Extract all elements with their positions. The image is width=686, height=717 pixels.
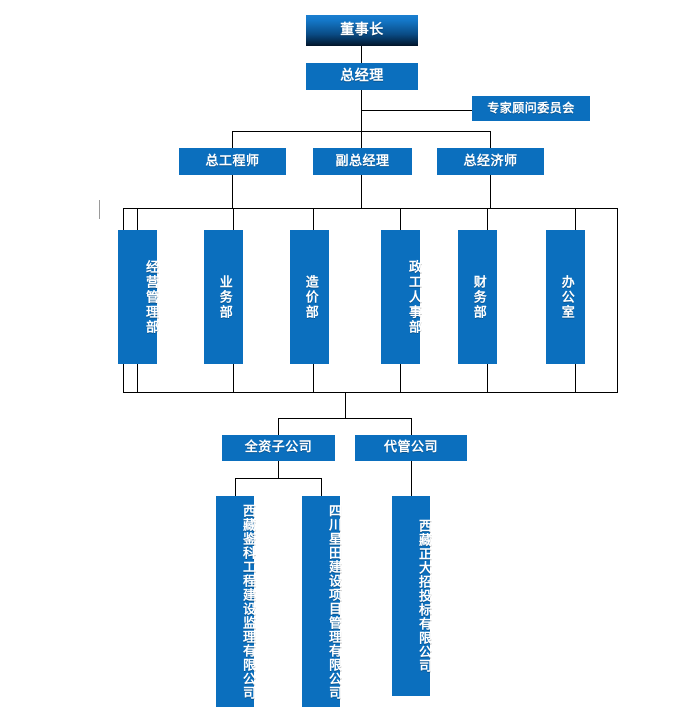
connector-drop-dept-6 — [575, 208, 576, 230]
connector-drop-to-subsidiaries — [345, 392, 346, 418]
connector-stem-dept-4 — [400, 364, 401, 392]
node-managed-company[interactable]: 代管公司 — [355, 435, 467, 461]
connector-drop-dept-1 — [137, 208, 138, 230]
connector-stem-dept-5 — [487, 364, 488, 392]
connector-stem-dept-3 — [313, 364, 314, 392]
connector-chairman-to-gm — [361, 46, 362, 63]
node-chief-economist[interactable]: 总经济师 — [437, 148, 544, 175]
connector-bus-subsidiary-groups — [278, 418, 412, 419]
connector-bus-departments-top — [137, 208, 617, 209]
connector-gm-stem — [361, 90, 362, 132]
node-expert-advisory-committee[interactable]: 专家顾问委员会 — [472, 96, 590, 121]
connector-drop-dept-4 — [400, 208, 401, 230]
connector-right-rail — [617, 208, 618, 392]
node-department-business[interactable]: 业务部 — [204, 230, 243, 364]
node-company-xizang-jianke[interactable]: 西藏鉴科工程建设监理有限公司 — [216, 496, 255, 707]
node-wholly-owned-subsidiary[interactable]: 全资子公司 — [222, 435, 335, 461]
connector-drop-dept-5 — [487, 208, 488, 230]
connector-drop-chief-engineer — [232, 131, 233, 148]
connector-stem-deputy-gm — [361, 175, 362, 208]
node-company-sichuan-xingtian[interactable]: 四川星田建设项目管理有限公司 — [302, 496, 341, 707]
node-department-finance[interactable]: 财务部 — [458, 230, 497, 364]
connector-drop-company-2 — [321, 478, 322, 496]
connector-gm-to-advisory — [361, 110, 472, 111]
node-department-personnel[interactable]: 政工人事部 — [381, 230, 421, 364]
node-company-xizang-zhengda[interactable]: 西藏正大招投标有限公司 — [392, 496, 431, 696]
node-chairman[interactable]: 董事长 — [306, 15, 418, 46]
node-chief-engineer[interactable]: 总工程师 — [179, 148, 286, 175]
connector-stem-chief-engineer — [232, 175, 233, 208]
connector-drop-company-1 — [235, 478, 236, 496]
node-department-cost[interactable]: 造价部 — [290, 230, 329, 364]
connector-bus-companies-1 — [235, 478, 322, 479]
connector-stem-group-1 — [278, 461, 279, 478]
connector-stem-chief-economist — [490, 175, 491, 208]
connector-bus-departments-left-foot — [123, 208, 138, 209]
node-department-office[interactable]: 办公室 — [546, 230, 585, 364]
connector-drop-group-2 — [411, 418, 412, 435]
node-deputy-general-manager[interactable]: 副总经理 — [313, 148, 412, 175]
connector-drop-group-1 — [278, 418, 279, 435]
connector-stem-dept-6 — [575, 364, 576, 392]
connector-bus-departments-bottom — [123, 392, 618, 393]
connector-drop-dept-3 — [313, 208, 314, 230]
connector-stem-dept-1 — [137, 364, 138, 392]
marker-gray-tick — [99, 200, 100, 219]
node-general-manager[interactable]: 总经理 — [306, 63, 418, 90]
connector-stem-dept-2 — [233, 364, 234, 392]
connector-stem-group-2-to-company-3 — [411, 461, 412, 496]
node-department-management[interactable]: 经营管理部 — [118, 230, 158, 364]
connector-drop-dept-2 — [233, 208, 234, 230]
connector-drop-deputy-gm — [361, 131, 362, 148]
connector-drop-chief-economist — [490, 131, 491, 148]
